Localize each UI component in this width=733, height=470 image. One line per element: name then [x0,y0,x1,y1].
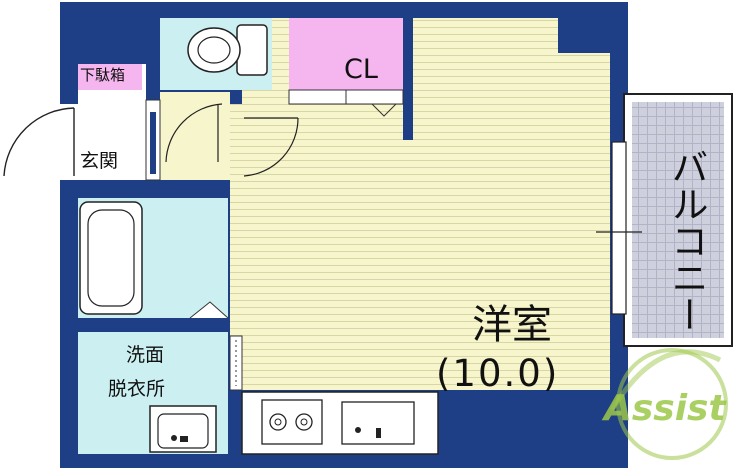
western-room-size: (10.0) [436,352,560,395]
hallway [230,104,242,390]
balcony-floor [632,102,724,338]
closet-area [289,18,403,90]
partition-wall [403,18,413,140]
shoe-box-area [78,64,142,90]
balcony-window [611,141,627,315]
stove [261,399,323,445]
washroom-label-line1: 洗面 [126,344,165,366]
bathtub [79,201,143,315]
assist-logo [609,348,728,460]
sink [341,401,415,445]
entrance-label: 玄関 [80,150,119,172]
balcony-label: バルコニー [665,148,708,333]
closet-notch-wall [558,18,610,53]
closet-label: CL [344,54,378,85]
western-room-label: 洋室 [472,302,552,348]
wash-basin [149,405,217,453]
shoe-box-label: 下駄箱 [80,66,126,84]
washroom-label-line2: 脱衣所 [108,378,166,400]
assist-logo-text: Assist [604,388,726,429]
